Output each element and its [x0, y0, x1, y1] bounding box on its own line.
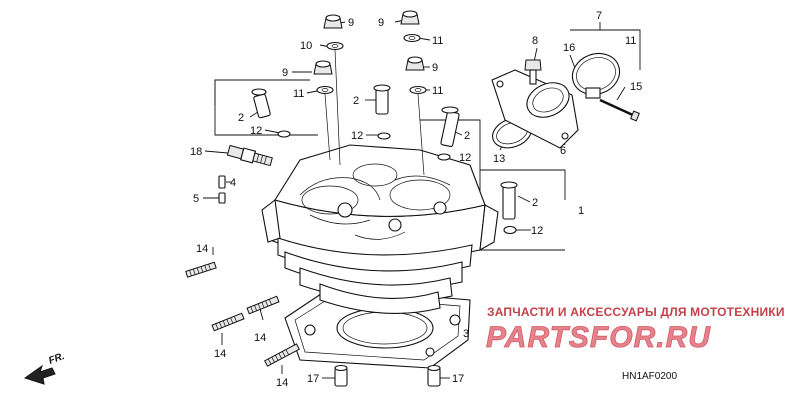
direction-label: FR.: [47, 351, 66, 367]
intake-pipe: [491, 69, 579, 149]
small-pin-4: [218, 175, 226, 189]
callout-2: 2: [238, 112, 244, 124]
callout-18: 18: [190, 146, 202, 158]
callout-2: 2: [353, 95, 359, 107]
guide-2-right: [440, 106, 460, 148]
callout-14: 14: [254, 332, 266, 344]
callout-numbers: 1 2 2 2 2 3 4 5 6 7 8 9 9 9 9 10 11 11 1…: [190, 10, 642, 389]
washer-11-mid-left: [316, 85, 334, 95]
washer-11-mid-right: [409, 85, 427, 95]
washer-12-lower-right: [503, 225, 517, 235]
callout-11: 11: [432, 35, 443, 47]
stud-14-lower: [264, 343, 300, 367]
callout-11: 11: [625, 35, 636, 47]
watermark-logo: PARTSFOR.RU: [486, 321, 711, 354]
nut-9-top-left: [323, 14, 343, 29]
callout-13: 13: [493, 153, 505, 165]
cylinder-head: [261, 144, 499, 314]
guide-2-lower-right: [500, 181, 518, 220]
dowel-pin-17-right: [427, 364, 441, 387]
stud-14-mid-left: [211, 312, 245, 332]
callout-9: 9: [348, 17, 354, 29]
callout-15: 15: [630, 81, 642, 93]
callout-14: 14: [276, 377, 288, 389]
screw-15: [599, 98, 640, 122]
studs: [185, 261, 300, 367]
callout-12: 12: [250, 125, 262, 137]
callout-2: 2: [464, 130, 470, 142]
callout-2: 2: [532, 197, 538, 209]
front-direction-arrow: FR.: [23, 351, 66, 385]
stud-14-upper-left: [185, 261, 217, 278]
washer-12-left: [277, 130, 291, 138]
callout-14: 14: [214, 348, 226, 360]
callout-11: 11: [432, 85, 443, 97]
washer-12-center: [377, 132, 391, 140]
callout-17: 17: [452, 373, 464, 385]
callout-6: 6: [560, 145, 566, 157]
washer-10: [326, 41, 344, 51]
washer-12-right: [437, 153, 451, 161]
bolt-8: [524, 59, 542, 85]
intake-clamp: [571, 52, 621, 99]
callout-9: 9: [282, 67, 288, 79]
callout-11: 11: [293, 88, 304, 100]
callout-9: 9: [432, 62, 438, 74]
callout-5: 5: [193, 193, 199, 205]
diagram-code: HN1AF0200: [622, 371, 677, 382]
callout-12: 12: [351, 130, 363, 142]
callout-4: 4: [230, 177, 236, 189]
callout-7: 7: [596, 10, 602, 22]
callout-9: 9: [378, 17, 384, 29]
watermark: ЗАПЧАСТИ И АКСЕССУАРЫ ДЛЯ МОТОТЕХНИКИ PA…: [486, 305, 785, 354]
guide-2-center: [373, 84, 391, 115]
dowel-pin-17-left: [334, 364, 348, 387]
nut-9-mid-left: [313, 60, 333, 75]
nut-9-mid-right: [405, 56, 425, 71]
washer-11-top-right: [403, 33, 421, 43]
callout-3: 3: [463, 328, 469, 340]
watermark-tagline: ЗАПЧАСТИ И АКСЕССУАРЫ ДЛЯ МОТОТЕХНИКИ: [487, 305, 785, 319]
callout-12: 12: [531, 225, 543, 237]
callout-17: 17: [307, 373, 319, 385]
small-pin-5: [218, 192, 226, 204]
callout-12: 12: [459, 152, 471, 164]
callout-14: 14: [196, 243, 208, 255]
callout-10: 10: [300, 40, 312, 52]
callout-16: 16: [563, 42, 575, 54]
stud-14-mid-center: [246, 295, 280, 315]
callout-8: 8: [532, 35, 538, 47]
guide-2-left: [251, 88, 271, 119]
dowel-pins: [334, 364, 441, 387]
nut-9-top-right: [400, 10, 420, 25]
callout-1: 1: [578, 205, 584, 217]
spark-plug: [226, 144, 273, 167]
